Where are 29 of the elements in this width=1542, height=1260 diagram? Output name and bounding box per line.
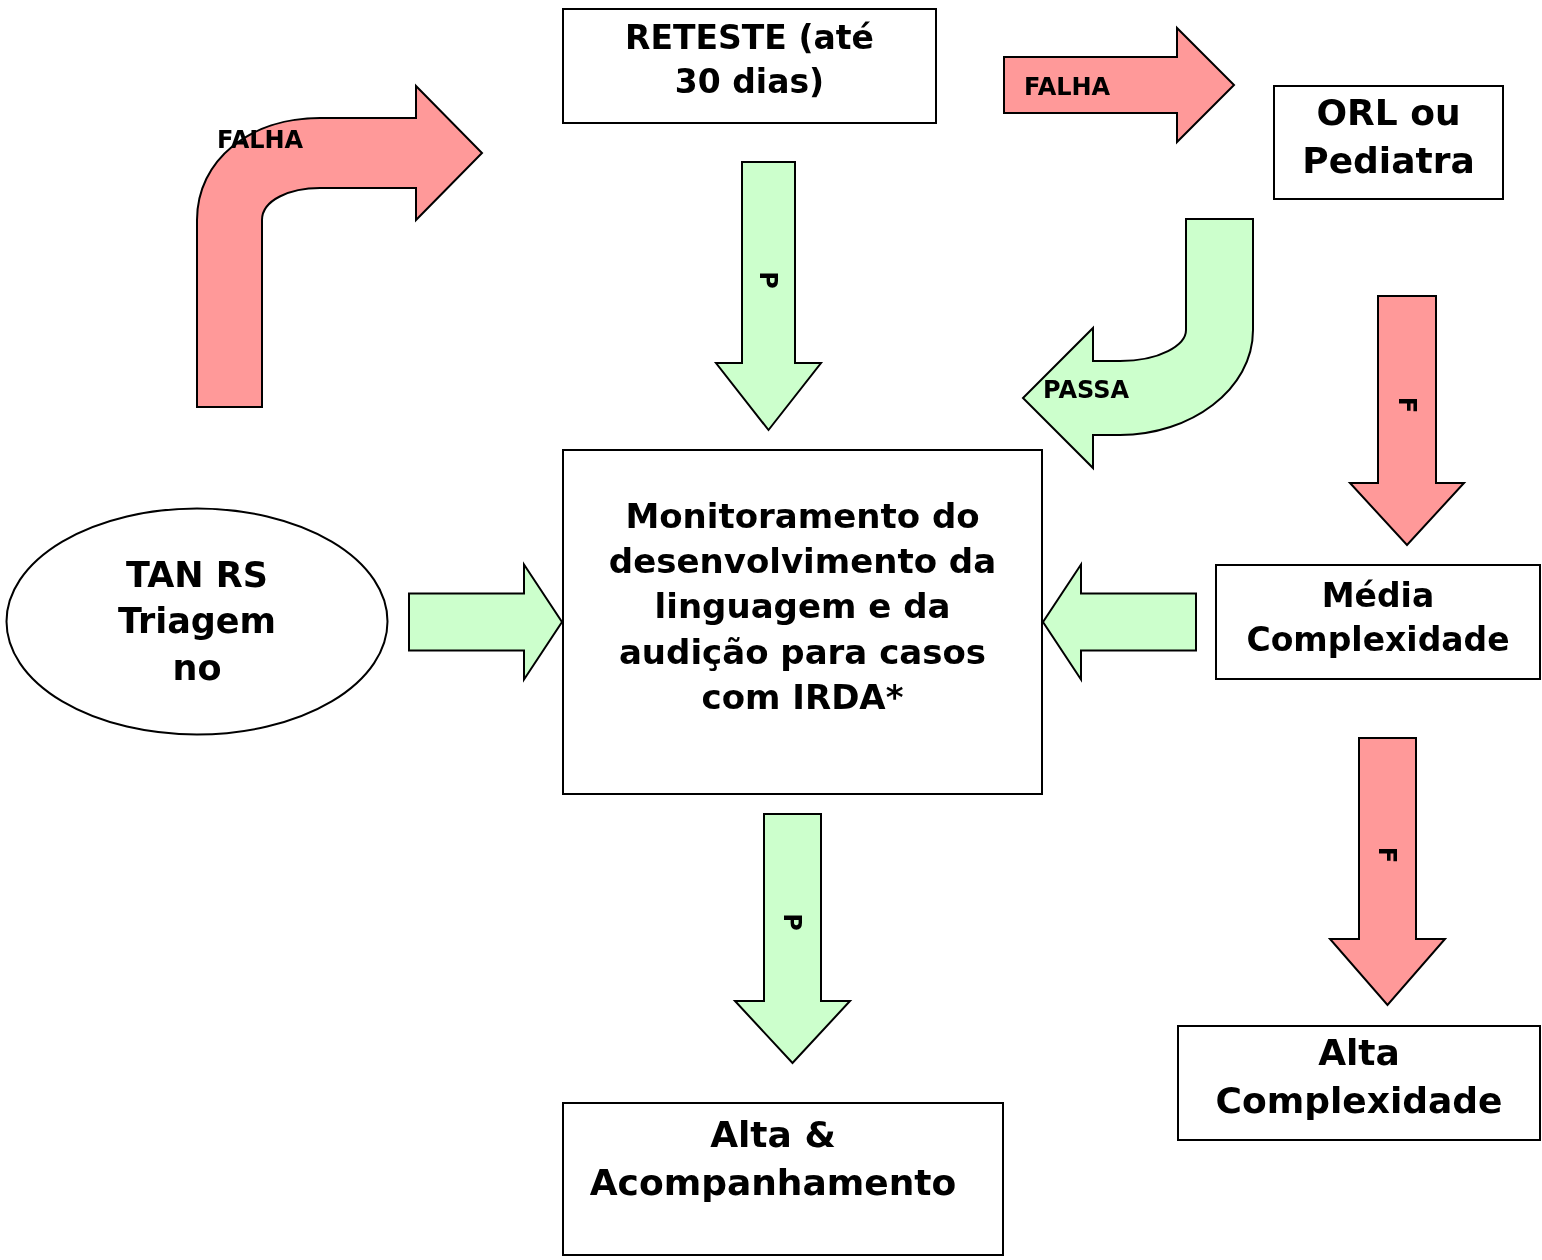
block-arrow bbox=[196, 85, 483, 408]
process-box bbox=[1215, 564, 1541, 680]
block-arrow bbox=[1022, 218, 1254, 469]
process-box bbox=[562, 8, 937, 124]
node-text: TAN RS Triagem no bbox=[116, 553, 278, 690]
node-text: Monitoramento do desenvolvimento da linguagem e da audição para casos com IRDA* bbox=[607, 494, 998, 719]
edge-label: P bbox=[755, 271, 780, 289]
block-arrow bbox=[1347, 295, 1467, 547]
edge-label: F bbox=[1375, 846, 1400, 864]
block-arrow bbox=[1003, 25, 1236, 145]
process-box bbox=[1177, 1025, 1541, 1141]
block-arrow bbox=[732, 813, 853, 1065]
node-text: RETESTE (até 30 dias) bbox=[624, 17, 875, 103]
node-text: Alta & Acompanhamento bbox=[588, 1113, 958, 1205]
block-arrow bbox=[408, 561, 564, 683]
node-text: ORL ou Pediatra bbox=[1301, 90, 1476, 183]
edge-label: P bbox=[779, 913, 804, 931]
block-arrow bbox=[1327, 737, 1448, 1007]
node-text: Média Complexidade bbox=[1245, 575, 1511, 661]
process-box bbox=[1273, 85, 1504, 200]
process-box bbox=[562, 449, 1043, 795]
process-box bbox=[562, 1102, 1004, 1256]
edge-label: FALHA bbox=[1024, 75, 1111, 99]
block-arrow bbox=[1041, 561, 1197, 683]
edge-label: F bbox=[1395, 396, 1420, 414]
node-text: Alta Complexidade bbox=[1214, 1031, 1504, 1123]
terminal-ellipse bbox=[5, 507, 389, 736]
block-arrow bbox=[713, 161, 824, 432]
edge-label: PASSA bbox=[1043, 378, 1130, 402]
